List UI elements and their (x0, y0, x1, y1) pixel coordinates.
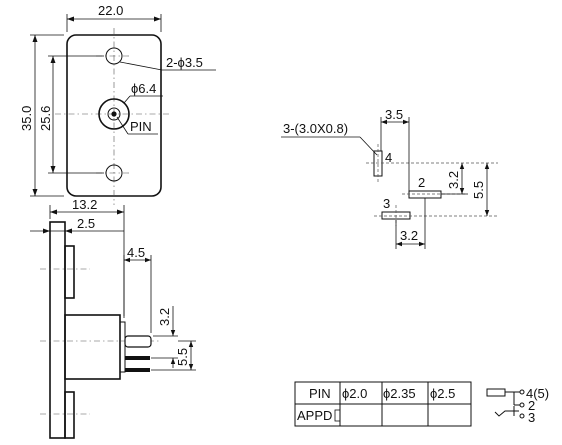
side-view: 13.2 2.5 4.5 3.2 5.5 (30, 197, 196, 439)
side-flange (49, 221, 66, 439)
front-view: 22.0 35.0 25.6 2-ϕ3.5 ϕ6.4 PIN (19, 3, 216, 205)
table-row-label: APPD (297, 408, 332, 423)
pitch-y-b-dimension: 5.5 (471, 181, 486, 199)
side-body (64, 314, 121, 380)
pin-label-4: 4 (385, 150, 392, 165)
holes-callout: 2-ϕ3.5 (166, 55, 203, 70)
terminal-3: 3 (528, 410, 535, 425)
schematic-pin-body (486, 388, 506, 397)
pcb-layout: 3-(3.0X0.8) 3.5 4 2 3 3.2 5.5 3.2 (281, 107, 498, 249)
flange-dimension: 2.5 (77, 216, 95, 231)
side-pin-1 (124, 335, 152, 348)
pin-label-2: 2 (418, 175, 425, 190)
depth-dimension: 13.2 (72, 197, 97, 212)
side-pin-2 (125, 356, 150, 360)
table-header-d25: ϕ2.5 (430, 386, 455, 401)
table-header-d20: ϕ2.0 (342, 386, 367, 401)
side-lug-top (64, 245, 75, 299)
side-pin-3 (125, 368, 150, 372)
pitch-x-dimension: 3.2 (400, 228, 418, 243)
pin-table: PIN ϕ2.0 ϕ2.35 ϕ2.5 APPD (294, 381, 472, 427)
pin-socket-inner (107, 107, 121, 121)
slot-offset-dimension: 3.5 (385, 107, 403, 122)
pin-label-3: 3 (383, 196, 390, 211)
side-body-step (119, 321, 126, 373)
mounting-hole-top (105, 47, 123, 65)
pin-gap-a-dimension: 3.2 (157, 308, 172, 326)
pin-circle-callout: ϕ6.4 (131, 81, 156, 96)
side-lug-bottom (64, 391, 75, 439)
table-header-pin: PIN (309, 386, 331, 401)
width-dimension: 22.0 (98, 3, 123, 18)
pin-offset-dimension: 4.5 (127, 245, 145, 260)
schematic-symbol: 4(5) 2 3 (486, 386, 549, 425)
height-outer-dimension: 35.0 (19, 106, 34, 131)
slot-callout: 3-(3.0X0.8) (283, 121, 348, 136)
pin-gap-b-dimension: 5.5 (175, 348, 190, 366)
terminal-4-5: 4(5) (526, 386, 549, 401)
pin-center (111, 111, 117, 117)
terminal-2: 2 (528, 398, 535, 413)
mounting-hole-bottom (105, 164, 123, 182)
pcb-slot-2 (408, 190, 442, 199)
hole-spacing-dimension: 25.6 (38, 106, 53, 131)
pin-callout: PIN (130, 119, 152, 134)
pitch-y-a-dimension: 3.2 (446, 171, 461, 189)
pin-socket-outer (98, 98, 130, 130)
table-checkbox (334, 409, 341, 422)
table-header-d235: ϕ2.35 (383, 386, 416, 401)
